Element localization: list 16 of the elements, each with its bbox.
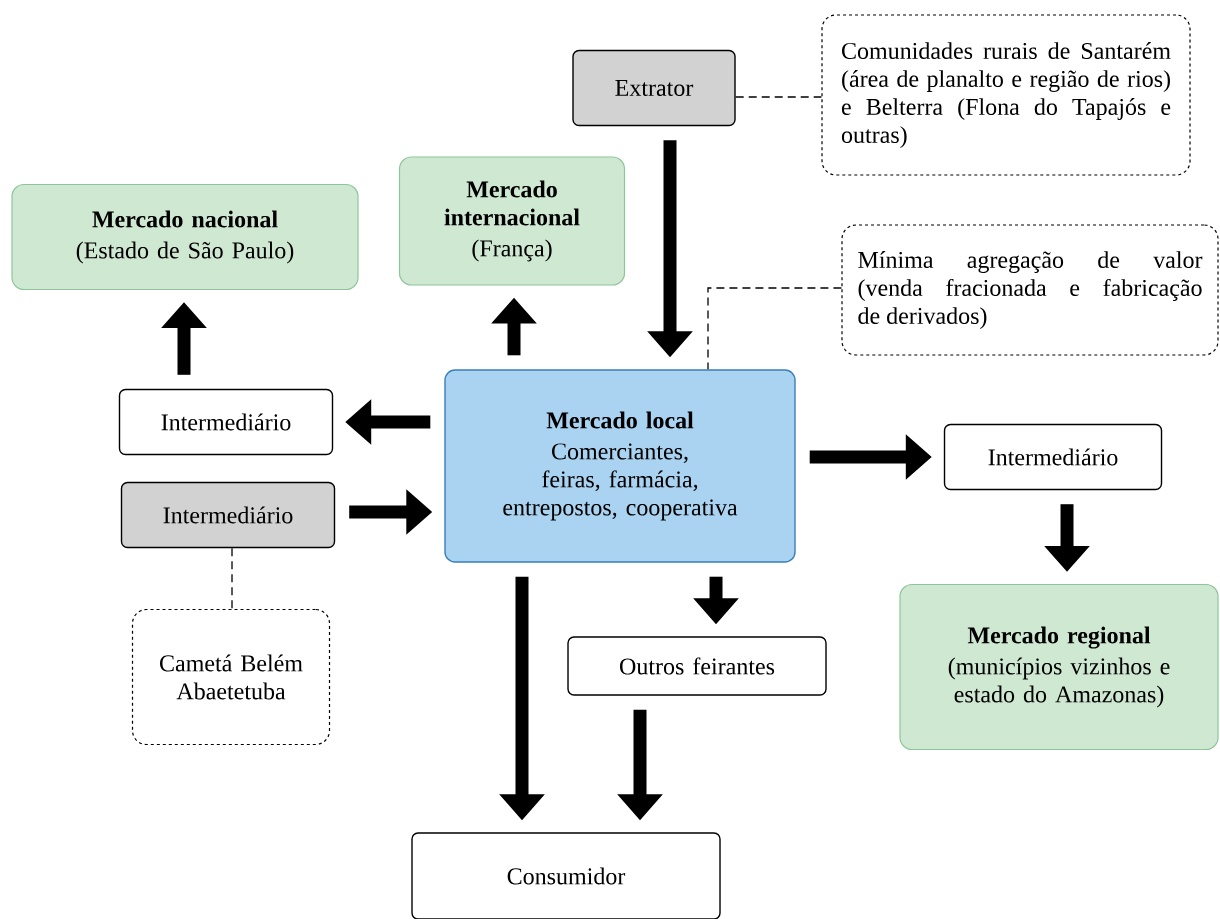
market-box: Mercado internacional (França) bbox=[398, 156, 626, 286]
market-box: Mercado regional (municípios vizinhos e estado do Amazonas) bbox=[899, 583, 1219, 751]
process-box: Intermediário bbox=[118, 388, 334, 456]
market-box: Mercado nacional (Estado de São Paulo) bbox=[11, 183, 359, 291]
note-box: Comunidades rurais de Santarém (área de planalto e região de rios) e Belterra (Flona do Tapajós e outras) bbox=[821, 14, 1191, 176]
process-box: Consumidor bbox=[411, 832, 721, 919]
note-box: Mínima agregação de valor (venda fracionada e fabricação de derivados) bbox=[841, 224, 1219, 356]
process-box: Outros feirantes bbox=[567, 636, 827, 696]
note-box: Cametá Belém Abaetetuba bbox=[131, 608, 331, 746]
process-box: Intermediário bbox=[120, 481, 336, 549]
process-box: Intermediário bbox=[943, 423, 1163, 491]
market-box: Mercado local Comerciantes, feiras, farmácia, entrepostos, cooperativa bbox=[444, 369, 796, 563]
dashed-connector bbox=[231, 547, 233, 610]
dashed-connector bbox=[735, 96, 823, 98]
dashed-connector bbox=[707, 287, 843, 370]
process-box: Extrator bbox=[572, 49, 736, 127]
